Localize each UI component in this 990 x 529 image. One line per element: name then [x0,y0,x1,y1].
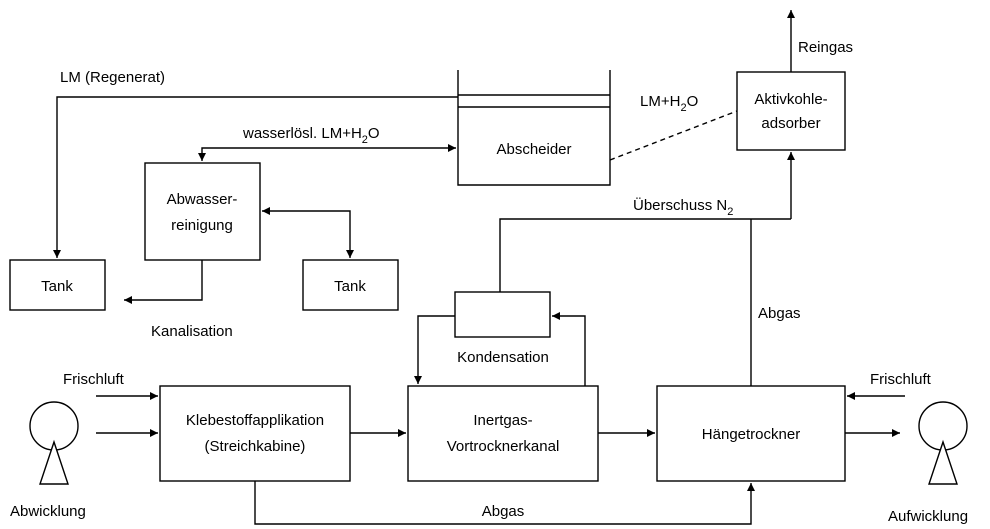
abwasser-label-1: Abwasser- [167,191,238,208]
tank-left-label: Tank [41,278,73,295]
abwasserreinigung-box: Abwasser- reinigung [144,162,261,261]
aktivkohle-label-1: Aktivkohle- [754,91,827,108]
abgas-vertical-label: Abgas [758,305,801,322]
tank-mid-label: Tank [334,278,366,295]
inertgas-label-2: Vortrocknerkanal [447,438,560,455]
dashed-link [609,110,738,161]
wasserloesl-line [198,144,456,161]
abgas-bottom-line [254,481,755,525]
abscheider-label: Abscheider [496,141,571,158]
kanalisation-line [124,260,203,304]
kanalisation-label: Kanalisation [151,323,233,340]
lm-regenerat-line [53,96,458,258]
inertgas-vortrocknerkanal-box: Inertgas- Vortrocknerkanal [407,385,599,482]
ueberschuss-line [499,218,791,292]
abwasser-label-2: reinigung [171,217,233,234]
aktivkohle-label-2: adsorber [761,115,820,132]
abwasser-tank-line [262,207,354,258]
aufwicklung-roll-icon [918,401,968,485]
reingas-label: Reingas [798,39,853,56]
aktivkohleadsorber-box: Aktivkohle- adsorber [736,71,846,151]
abwicklung-roll-icon [29,401,79,485]
klebestoff-label-2: (Streichkabine) [205,438,306,455]
wasserloesl-label: wasserlösl. LM+H2O [242,125,380,146]
kondensation-box [454,291,551,338]
abwicklung-label: Abwicklung [10,503,86,520]
aufwicklung-label: Aufwicklung [888,508,968,525]
klebestoff-label-1: Klebestoffapplikation [186,412,324,429]
frischluft-right-label: Frischluft [870,371,932,388]
lm-regenerat-label: LM (Regenerat) [60,69,165,86]
ueberschuss-label: Überschuss N2 [633,196,733,218]
abscheider-vessel: Abscheider [457,70,611,186]
kondensation-in-line [414,315,455,384]
kondensation-label: Kondensation [457,349,549,366]
haengetrockner-label: Hängetrockner [702,426,800,443]
tank-left-box: Tank [9,259,106,311]
frischluft-left-label: Frischluft [63,371,125,388]
inertgas-label-1: Inertgas- [473,412,532,429]
abgas-bottom-label: Abgas [482,503,525,520]
kondensation-return-line [552,312,586,386]
klebestoffapplikation-box: Klebestoffapplikation (Streichkabine) [159,385,351,482]
haengetrockner-box: Hängetrockner [656,385,846,482]
tank-mid-box: Tank [302,259,399,311]
lm-h2o-label: LM+H2O [640,93,698,114]
